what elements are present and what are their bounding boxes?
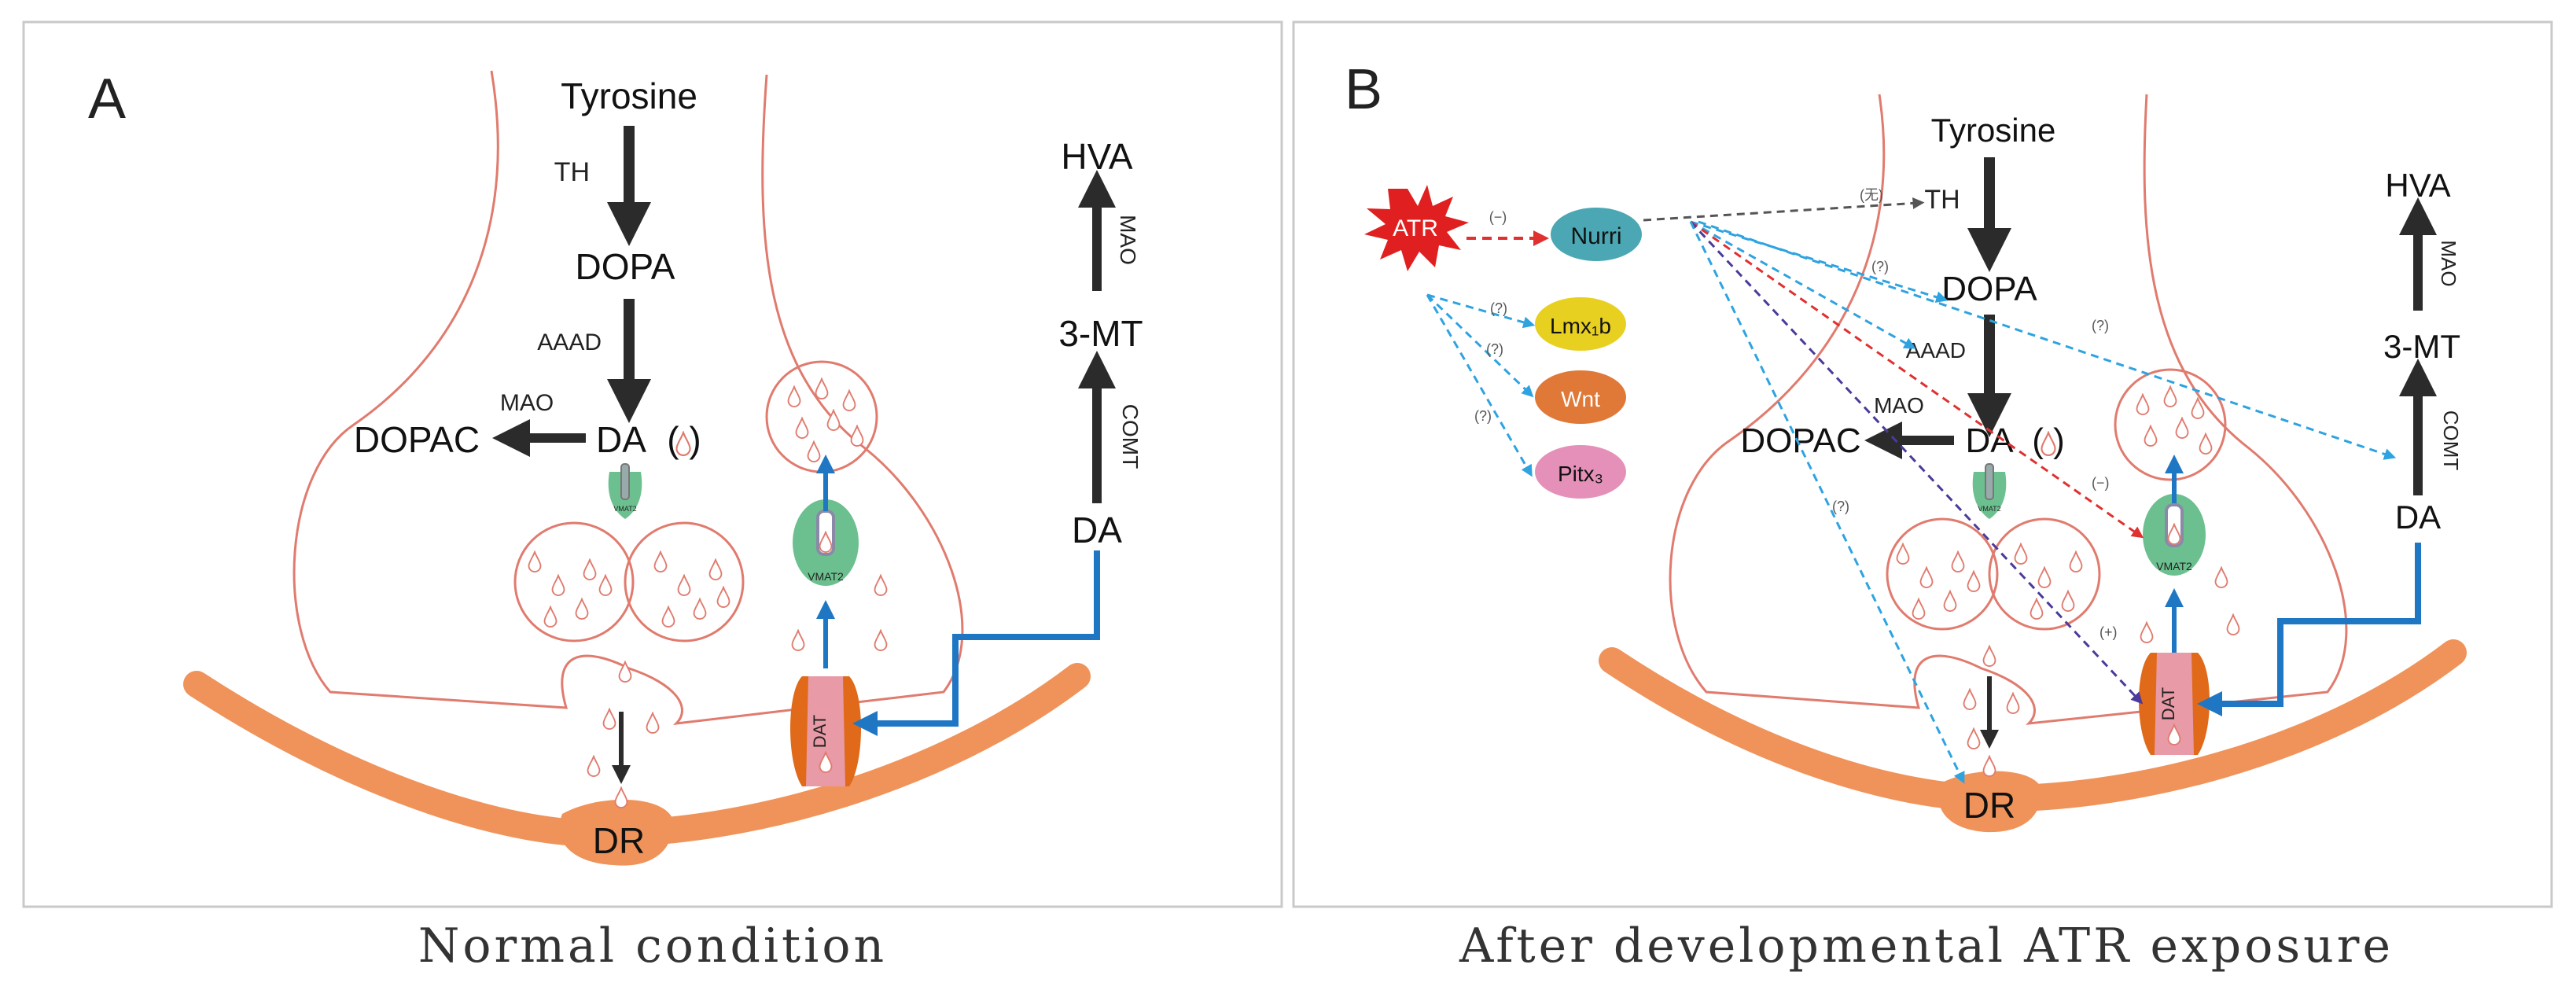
dr-receptor-b [1938,771,2041,833]
q-label: (?) [1832,499,1849,514]
nurri-dat-effect: (+) [2099,624,2118,640]
nurri-to-aaad-arrow [1690,220,1916,349]
vesicle [624,521,745,642]
vmat2-small-b: VMAT2 [1972,463,2007,519]
da-right-label-b: DA [2395,499,2441,536]
pitx-gene [1535,445,1626,499]
caption-panel-a: Normal condition [418,918,888,974]
atr-nurri-effect: (−) [1489,209,1507,225]
q-label: (?) [1871,259,1889,274]
panel-b-frame [1292,20,2553,908]
nurri-vmat2-effect: (−) [2092,475,2110,491]
dopa-label-b: DOPA [1941,270,2037,308]
da-right-label: DA [1072,510,1122,550]
dr-receptor [559,799,673,866]
panel-b-label: B [1345,58,1382,121]
three-mt-label: 3-MT [1058,313,1143,354]
q-label: (?) [1474,408,1492,424]
dat-transporter-b: DAT [2139,653,2210,755]
atr-to-wnt-arrow [1426,293,1534,398]
aaad-label: AAAD [537,329,602,355]
vesicle [513,521,635,642]
wnt-gene [1535,370,1626,424]
pitx-label: Pitx₃ [1558,462,1603,486]
svg-text:VMAT2: VMAT2 [613,505,636,513]
panel-b: B DR Tyrosine TH DOPA AAAD DA ( ) MAO DO… [1292,20,2553,908]
q-label: (?) [1490,300,1507,316]
lmx-label: Lmx₁b [1550,314,1611,338]
atr-to-pitx-arrow [1426,294,1533,477]
nurri-to-th-arrow [1643,197,1925,222]
nurri-to-dopa-arrow [1690,220,1949,303]
hva-label-b: HVA [2385,167,2450,204]
aaad-label-b: AAAD [1906,338,1966,363]
nurri-th-effect: (无) [1860,187,1883,203]
reuptake-path-b [2197,543,2421,716]
svg-text:VMAT2: VMAT2 [2156,560,2192,572]
tyrosine-label: Tyrosine [561,75,697,116]
atr-label: ATR [1393,215,1438,241]
hva-label: HVA [1061,136,1132,177]
comt-label-b: COMT [2439,410,2463,471]
tyrosine-label-b: Tyrosine [1931,112,2056,149]
mao-right-label: MAO [1116,215,1140,265]
dopac-label: DOPAC [354,419,480,460]
da-center-label: DA [596,419,646,460]
postsynaptic-membrane-b [1599,639,2467,812]
dopa-label: DOPA [576,246,675,287]
reuptake-path [852,550,1100,736]
svg-text:DAT: DAT [2158,687,2178,720]
three-mt-label-b: 3-MT [2383,328,2460,365]
q-label: (?) [1486,341,1503,357]
mao-right-label-b: MAO [2437,240,2460,286]
svg-text:VMAT2: VMAT2 [808,570,844,583]
svg-text:DAT: DAT [810,715,830,748]
vmat2-transporter-b: VMAT2 [2143,494,2206,576]
da-center-label-b: DA [1965,422,2014,460]
dat-transporter: DAT [790,676,861,786]
wnt-label: Wnt [1561,387,1600,411]
comt-label: COMT [1118,404,1143,469]
panel-a-label: A [88,68,126,131]
atr-to-lmx-arrow [1426,293,1536,329]
vesicle [1988,517,2101,631]
q-label: (?) [2092,318,2109,333]
caption-panel-b: After developmental ATR exposure [1459,918,2394,974]
mao-label: MAO [500,390,554,416]
mao-label-b: MAO [1874,393,1924,418]
nurri-gene [1551,208,1642,261]
nurri-to-dat-arrow [1689,220,2144,705]
nurri-label: Nurri [1571,223,1622,249]
nurri-to-dr-arrow [1689,221,1965,784]
nurri-to-vmat2-arrow [1690,220,2144,539]
th-label: TH [554,157,590,187]
svg-text:VMAT2: VMAT2 [1978,505,2000,513]
lmx-gene [1535,297,1626,351]
vesicle [1886,517,1999,631]
presynaptic-membrane-b [1669,94,2348,725]
dopac-label-b: DOPAC [1740,422,1860,460]
dr-label: DR [593,820,645,861]
vesicle [2114,368,2227,481]
panel-a-frame [22,20,1283,908]
vmat2-transporter: VMAT2 [793,499,859,586]
vmat2-small: VMAT2 [608,463,642,519]
atr-burst [1364,185,1469,271]
th-label-b: TH [1924,185,1960,215]
panel-a: A DR Tyrosine TH DOPA AAAD DA ( ) MAO DO… [22,20,1283,908]
nurri-to-3mt-arrow [1698,220,2397,460]
dr-label-b: DR [1963,785,2015,826]
